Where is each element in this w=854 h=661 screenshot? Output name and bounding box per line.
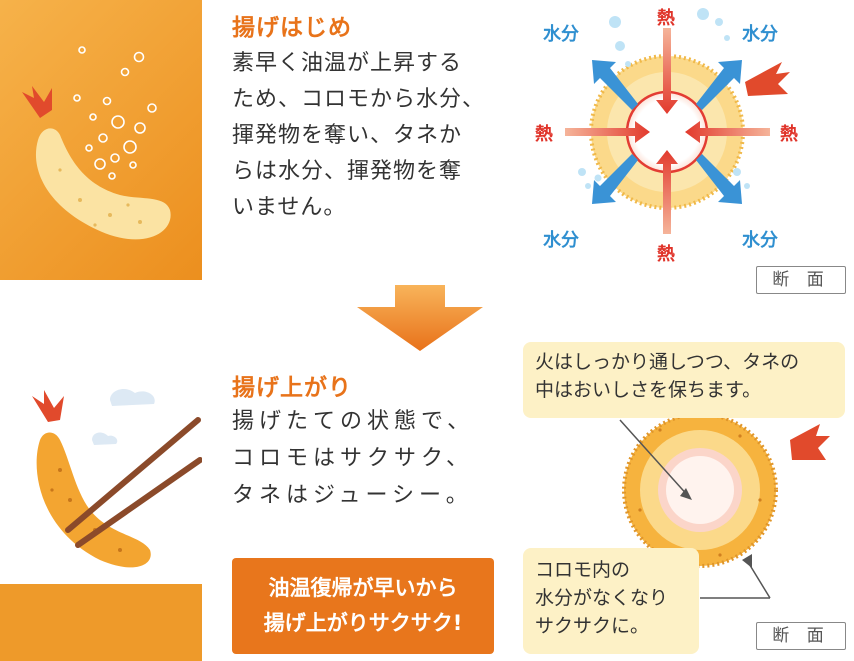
note-crispy: コロモ内の 水分がなくなり サクサクに。 [523,548,699,654]
stage1-description: 素早く油温が上昇する ため、コロモから水分、 揮発物を奪い、タネか らは水分、揮… [232,51,486,220]
section-label-bottom: 断 面 [756,622,846,650]
heat-label-left: 熱 [535,124,553,145]
down-arrow-icon [357,285,483,351]
moisture-label-top-left: 水分 [543,24,579,45]
stage2-description: 揚げたての状態で、 コロモはサクサク、 タネはジューシー。 [232,409,475,508]
section-label-top: 断 面 [756,266,846,294]
cross-section-heat-diagram [565,8,790,234]
stage2-title: 揚げ上がり [232,375,352,401]
heat-label-right: 熱 [780,124,798,145]
cross-section-done-diagram [619,412,830,599]
moisture-label-bottom-left: 水分 [543,230,579,251]
orange-panel-top [0,0,202,280]
shrimp-tempura-illustration [32,389,202,568]
orange-panel-bottom [0,584,202,661]
note-heat-through: 火はしっかり通しつつ、タネの 中はおいしさを保ちます。 [523,342,845,418]
heat-label-bottom: 熱 [657,244,675,265]
stage1-title: 揚げはじめ [232,15,352,41]
shrimp-frying-illustration [22,46,171,240]
heat-label-top: 熱 [657,8,675,29]
callout-box: 油温復帰が早いから 揚げ上がりサクサク! [232,558,494,654]
moisture-label-bottom-right: 水分 [742,230,778,251]
moisture-label-top-right: 水分 [742,24,778,45]
